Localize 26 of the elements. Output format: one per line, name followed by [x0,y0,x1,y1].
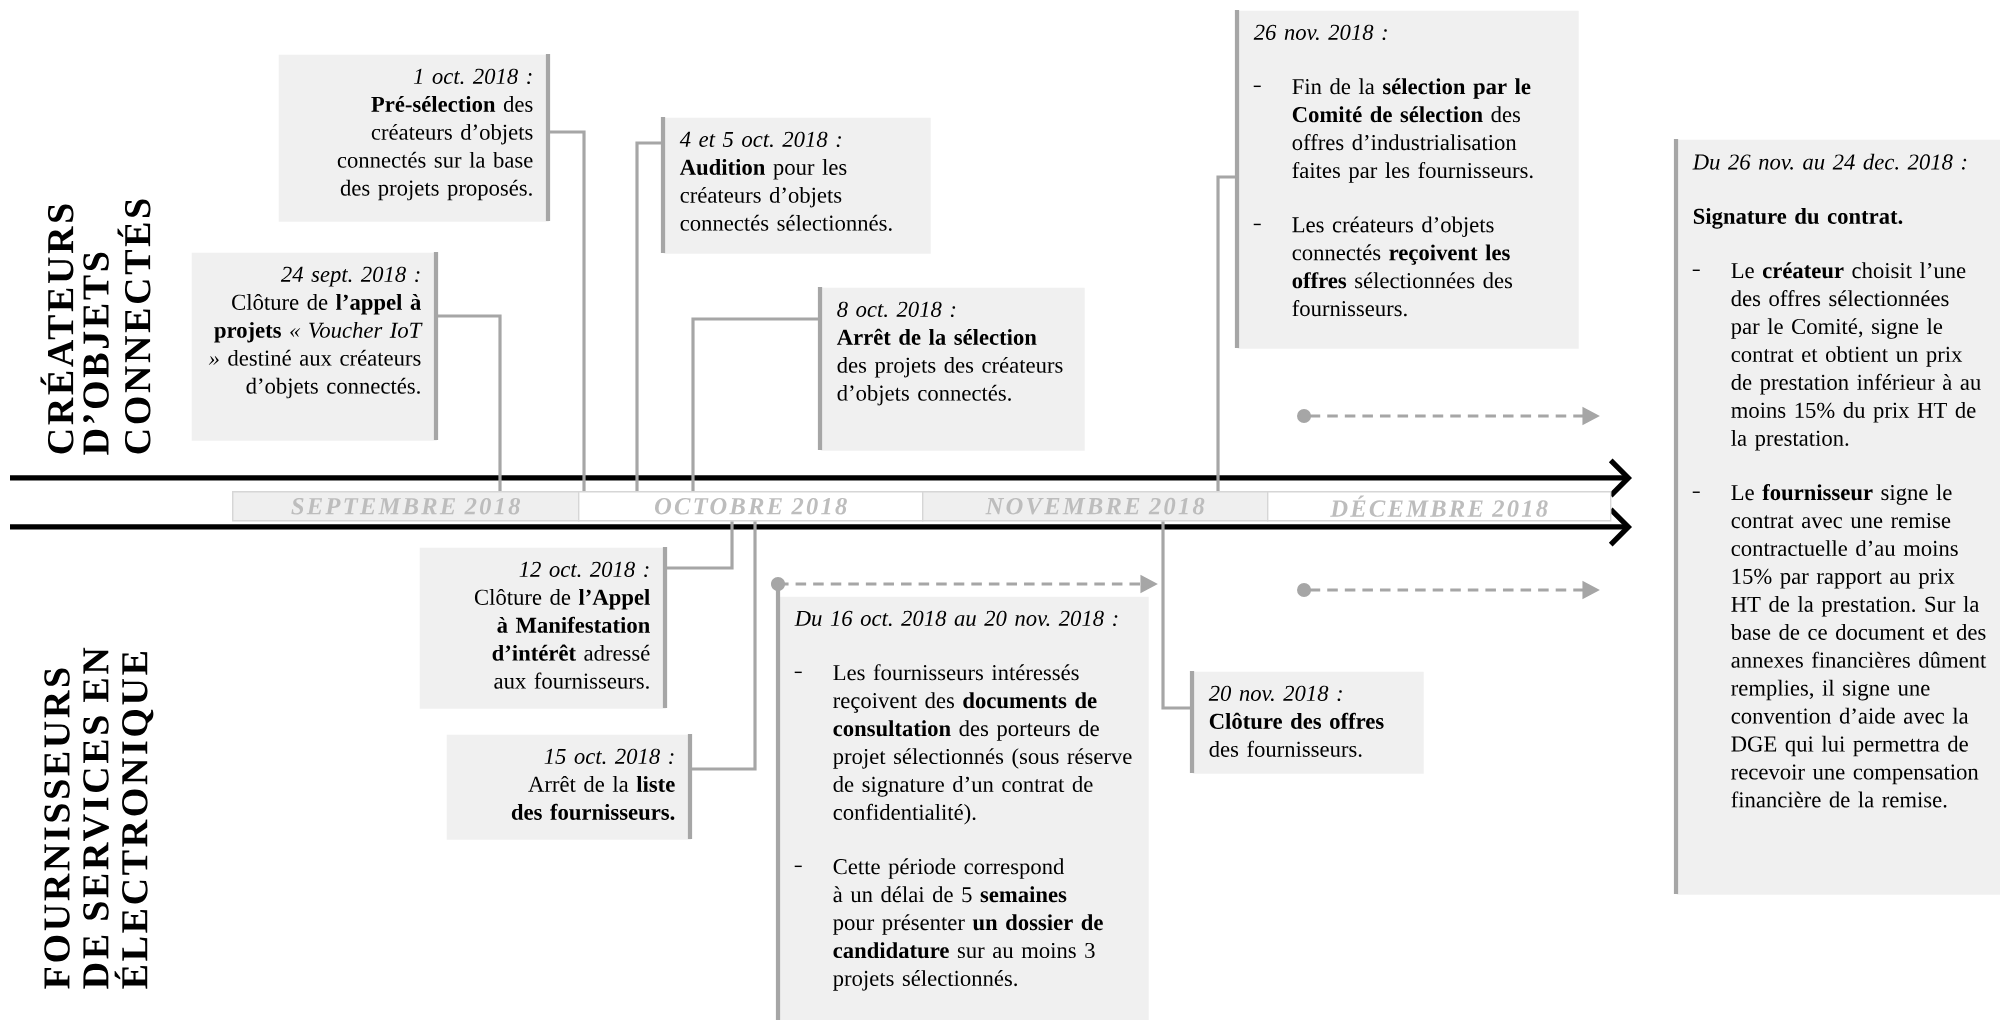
lane-title: DE SERVICES EN [83,647,109,989]
event-box: 1 oct. 2018 : Pré-sélection des créateurs d’objets connectés sur la base des projets proposés. [278,54,551,222]
event-box: 8 oct. 2018 : Arrêt de la sélection des projets des créateurs d’objets connectés. [817,287,1085,451]
leader-line [691,521,757,771]
event-box: Du 16 oct. 2018 au 20 nov. 2018 : Les fournisseurs intéressés reçoivent des documents de consultation des porteurs de projet sélectionnés (sous réserve de signature d’un contrat de confidentialité). Cette période correspond à un délai de 5 semaines pour présenter un dossier de candidature sur au moins 3 projets sélectionnés. [775,584,1149,1020]
leader-line [1216,175,1237,491]
event-box: 15 oct. 2018 : Arrêt de la liste des fournisseurs. [446,734,693,840]
lane-title: CONNECTÉS [117,199,151,454]
event-box: 20 nov. 2018 : Clôture des offres des fournisseurs. [1189,671,1424,774]
lane-title: ÉLECTRONIQUE [114,651,154,989]
leader-line [437,314,502,491]
event-box: 24 sept. 2018 : Clôture de l’appel à projets « Voucher IoT » destiné aux créateurs d’objets connectés. [191,252,439,441]
month-band: DÉCEMBRE 2018 [1267,491,1612,522]
leader-line [635,141,663,491]
event-box: 12 oct. 2018 : Clôture de l’Appel à Manifestation d’intérêt adressé aux fournisseurs. [419,547,668,709]
event-box: Du 26 nov. au 24 dec. 2018 : Signature du contrat. Le créateur choisit l’une des offres sélectionnées par le Comité, signe le contrat et obtient un prix de prestation inférieur à au moins 15% du prix HT de la prestation. Le fournisseur signe le contrat avec une remise contractuelle d’au moins 15% par rapport au prix HT de la prestation. Sur la base de ce document et des annexes financières dûment remplies, il signe une convention d’aide avec la DGE qui lui permettra de recevoir une compensation financière de la remise. [1673,139,2000,895]
leader-line [666,521,734,570]
leader-line [1161,521,1192,710]
lane-title: D’OBJETS [83,252,109,455]
event-box: 26 nov. 2018 : Fin de la sélection par le Comité de sélection des offres d’industrialisation faites par les fournisseurs. Les créateurs d’objets connectés reçoivent les offres sélectionnées des fournisseurs. [1234,10,1579,349]
lane-title: FOURNISSEURS [44,668,70,989]
event-box: 4 et 5 oct. 2018 : Audition pour les créateurs d’objets connectés sélectionnés. [660,117,931,254]
month-band: OCTOBRE 2018 [578,491,924,522]
leader-line [691,317,820,491]
lane-title: CRÉATEURS [40,204,74,454]
leader-line [549,130,586,491]
